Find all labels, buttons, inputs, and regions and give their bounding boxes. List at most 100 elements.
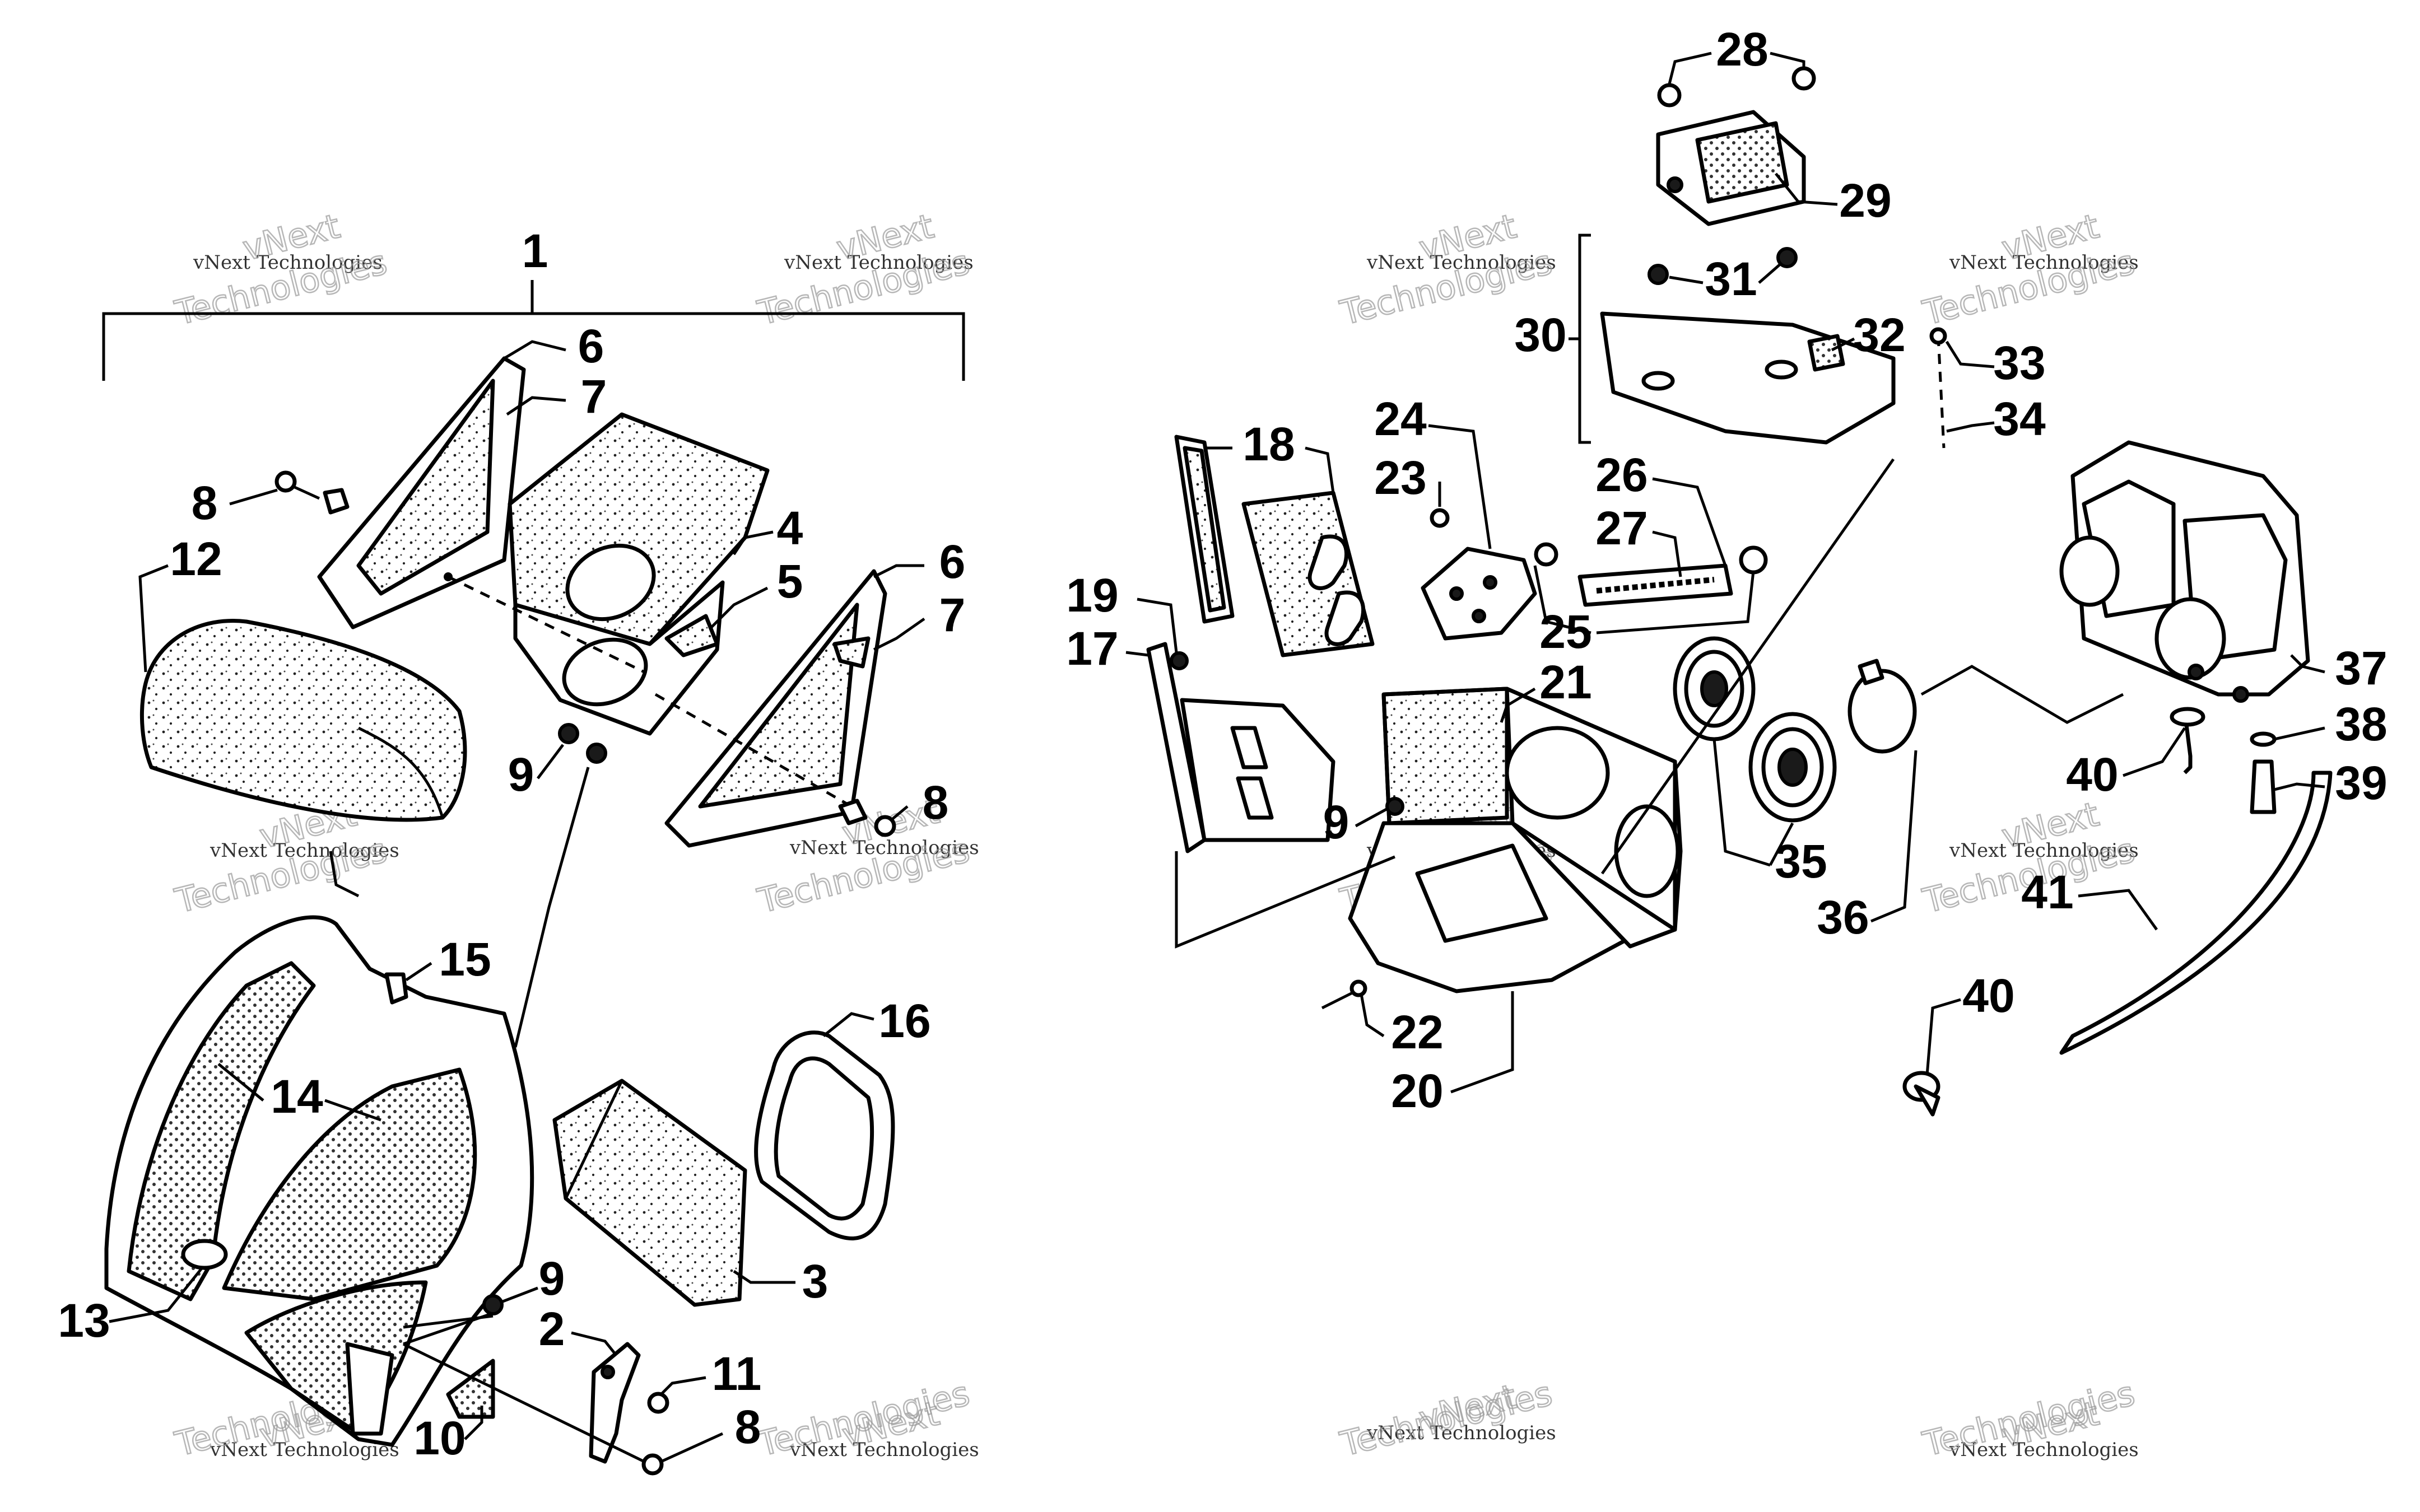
svg-text:13: 13 (58, 1294, 110, 1347)
callout-13: 13 (58, 1267, 203, 1347)
coupler-35-b (1748, 712, 1837, 823)
callout-34: 34 (1946, 393, 2046, 445)
nuts-9-top (558, 723, 607, 764)
svg-text:39: 39 (2335, 757, 2387, 809)
callout-21: 21 (1500, 656, 1592, 723)
callout-36: 36 (1817, 750, 1918, 944)
svg-text:vNext Technologies: vNext Technologies (789, 837, 979, 859)
svg-text:vNext Technologies: vNext Technologies (1949, 839, 2139, 862)
screws-28 (1657, 66, 1816, 108)
callout-10: 10 (413, 1406, 483, 1464)
svg-text:27: 27 (1595, 502, 1648, 554)
svg-text:8: 8 (735, 1401, 761, 1453)
callout-31: 31 (1669, 253, 1783, 305)
dashed-alignment-lines (447, 575, 853, 808)
svg-text:36: 36 (1817, 891, 1869, 944)
svg-text:33: 33 (1993, 337, 2045, 389)
svg-text:vNext Technologies: vNext Technologies (1949, 1439, 2139, 1461)
callout-2: 2 (539, 1303, 617, 1356)
svg-text:14: 14 (271, 1070, 323, 1123)
callout-17: 17 (1066, 622, 1149, 675)
callout-11: 11 (660, 1347, 762, 1400)
callout-18: 18 (1204, 418, 1335, 493)
plate-18-large (1241, 491, 1375, 657)
callout-14: 14 (217, 1063, 381, 1123)
svg-text:31: 31 (1705, 253, 1757, 305)
bracket-17 (1146, 642, 1335, 853)
svg-text:8: 8 (192, 477, 218, 529)
callout-9b: 9 (501, 1252, 565, 1305)
svg-text:41: 41 (2021, 866, 2073, 918)
latch-15 (329, 851, 408, 1005)
callout-23: 23 (1374, 451, 1441, 507)
callout-20: 20 (1391, 991, 1514, 1117)
callout-8c: 8 (660, 1401, 761, 1463)
callout-28: 28 (1668, 23, 1805, 85)
callout-3: 3 (733, 1255, 828, 1308)
screw-8-right (838, 799, 896, 837)
callout-16: 16 (822, 995, 931, 1047)
callout-38: 38 (2274, 698, 2388, 750)
connector-lines (1175, 458, 2124, 949)
callout-35: 35 (1712, 739, 1827, 888)
callout-9a: 9 (508, 744, 564, 801)
bracket-2 (589, 1342, 641, 1464)
module-29 (1656, 110, 1806, 226)
hose-26-27 (1534, 542, 1768, 607)
svg-text:1: 1 (522, 225, 548, 277)
watermark-4: vNext Technologies vNext Technologies (1918, 206, 2139, 334)
callout-15: 15 (405, 933, 491, 986)
svg-text:17: 17 (1066, 622, 1118, 675)
svg-text:5: 5 (777, 555, 803, 608)
svg-text:32: 32 (1853, 309, 1905, 361)
svg-text:40: 40 (1962, 969, 2014, 1022)
hose-41 (2059, 707, 2333, 1055)
svg-text:38: 38 (2335, 698, 2387, 750)
callout-22: 22 (1360, 993, 1444, 1058)
callout-33: 33 (1945, 337, 2046, 389)
center-baffle (508, 412, 770, 736)
svg-text:2: 2 (539, 1303, 565, 1355)
svg-text:25: 25 (1539, 605, 1591, 658)
grommets-31 (1648, 247, 1798, 285)
svg-text:19: 19 (1066, 569, 1118, 622)
clamp-36 (1847, 659, 1917, 754)
callout-40b: 40 (1925, 969, 2015, 1076)
svg-text:12: 12 (170, 533, 222, 585)
callout-26: 26 (1595, 449, 1727, 566)
svg-text:30: 30 (1514, 309, 1566, 361)
svg-text:vNext Technologies: vNext Technologies (1949, 251, 2139, 274)
svg-text:4: 4 (777, 502, 803, 554)
svg-text:16: 16 (878, 995, 930, 1047)
callout-5: 5 (710, 555, 803, 628)
bracket-part-1 (102, 280, 965, 381)
svg-text:Technologies: Technologies (1337, 1374, 1556, 1464)
plate-18-small (1174, 435, 1235, 624)
callout-9c: 9 (1323, 796, 1388, 848)
svg-text:vNext Technologies: vNext Technologies (784, 251, 974, 274)
svg-text:40: 40 (2066, 748, 2118, 801)
coupler-35-a (1673, 636, 1756, 741)
svg-text:21: 21 (1539, 656, 1591, 708)
svg-text:vNext Technologies: vNext Technologies (789, 1439, 979, 1461)
clip-38-39 (2250, 731, 2277, 814)
nut-9-bottom (403, 1294, 504, 1346)
plate-10 (446, 1359, 495, 1419)
svg-text:26: 26 (1595, 449, 1648, 501)
side-panel-left (317, 356, 526, 629)
callout-4: 4 (732, 502, 803, 556)
callout-30: 30 (1514, 309, 1580, 361)
svg-text:15: 15 (439, 933, 491, 986)
filter-seal-16 (754, 1030, 895, 1240)
callout-7b: 7 (873, 589, 965, 651)
foam-block-12 (139, 619, 467, 822)
callout-1: 1 (522, 225, 548, 277)
svg-text:23: 23 (1374, 451, 1426, 504)
callout-24: 24 (1374, 393, 1492, 549)
callout-19: 19 (1066, 569, 1178, 653)
svg-text:22: 22 (1391, 1006, 1443, 1058)
svg-text:vNext Technologies: vNext Technologies (210, 839, 399, 862)
callout-29: 29 (1775, 172, 1892, 227)
svg-text:11: 11 (712, 1347, 762, 1400)
